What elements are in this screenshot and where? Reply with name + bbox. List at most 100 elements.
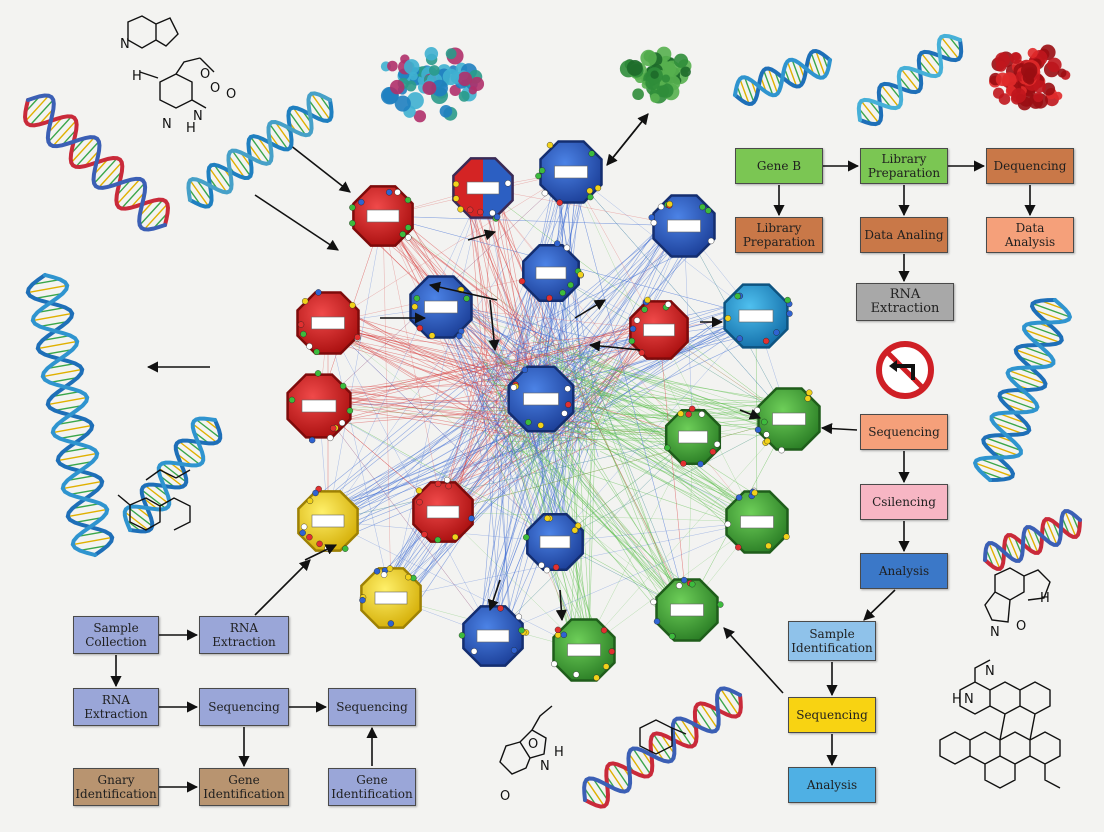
node-label-box: [678, 430, 708, 444]
atom-label: N: [120, 37, 130, 52]
network-edge: [658, 329, 688, 611]
network-edge: [380, 215, 596, 379]
node-label-box: [301, 399, 337, 413]
network-edge: [500, 245, 698, 340]
network-edge: [318, 329, 660, 407]
network-edge: [385, 215, 562, 359]
network-edge: [338, 363, 544, 421]
network-edge: [382, 215, 694, 438]
network-edge: [501, 425, 672, 627]
network-edge: [327, 322, 694, 438]
network-edge: [571, 422, 597, 649]
node-label-box: [424, 300, 458, 314]
network-edge: [550, 272, 688, 611]
network-edge: [588, 345, 593, 642]
network-edge: [519, 395, 570, 631]
node-label-box: [670, 603, 704, 617]
flow-box-gene-b: Gene B: [735, 148, 823, 184]
network-edge: [442, 225, 685, 513]
network-edge: [318, 405, 688, 611]
network-edge: [540, 398, 758, 523]
network-edge: [480, 205, 683, 398]
dna-helix-icon: [972, 298, 1073, 482]
dna-helix-icon: [186, 91, 334, 209]
network-edge: [344, 330, 518, 386]
node-label-box: [554, 165, 588, 179]
network-edge: [554, 418, 790, 543]
network-edge: [327, 322, 556, 543]
network-edge: [583, 436, 694, 651]
network-edge: [327, 322, 494, 637]
network-edge: [481, 429, 705, 607]
network-edge: [555, 218, 668, 352]
network-edge: [442, 511, 758, 523]
atom-label: H: [186, 121, 196, 136]
network-edge: [327, 353, 546, 399]
network-edge: [318, 405, 688, 611]
dna-helix-icon: [23, 93, 170, 232]
network-edge: [505, 398, 706, 616]
network-edge: [596, 351, 789, 436]
network-node-n22: [286, 370, 354, 444]
node-label-box: [535, 266, 567, 280]
network-edge: [328, 356, 543, 394]
network-edge: [318, 398, 542, 407]
network-edge: [598, 415, 756, 517]
network-edge: [312, 365, 495, 513]
network-edge: [481, 399, 680, 601]
network-node-n7: [518, 240, 584, 302]
network-edge: [577, 424, 591, 640]
network-edge: [570, 171, 790, 420]
network-edge: [493, 402, 511, 617]
chemical-structure-icon: [117, 15, 1061, 789]
network-edge: [440, 306, 694, 438]
atom-label: N: [985, 664, 995, 679]
network-edge: [440, 306, 790, 420]
network-edge: [327, 322, 556, 543]
no-left-turn-sign-icon: [876, 341, 934, 399]
node-label-box: [567, 643, 601, 657]
flow-box-analysis-bottom: Analysis: [788, 767, 876, 803]
flow-arrow: [488, 299, 500, 352]
network-edge: [556, 243, 677, 384]
network-edge: [498, 449, 670, 610]
network-edge: [554, 418, 790, 543]
network-edge: [554, 225, 685, 543]
network-edge: [519, 435, 688, 614]
dna-helix-icon: [582, 686, 743, 809]
flow-box-sample-identification: Sample Identification: [788, 621, 876, 661]
flow-box-gene-identification-right: Gene Identification: [328, 768, 416, 806]
network-edge: [327, 215, 384, 522]
flow-box-analysis: Analysis: [860, 553, 948, 589]
network-edge: [318, 405, 556, 543]
atom-label: H: [132, 69, 142, 84]
network-edge: [383, 356, 501, 588]
network-edge: [390, 329, 660, 599]
atom-label: N: [964, 692, 974, 707]
network-edge: [570, 171, 688, 611]
network-edge: [440, 306, 688, 611]
network-edge: [577, 382, 744, 542]
network-edge: [382, 215, 685, 227]
dna-helix-icon: [983, 509, 1082, 571]
network-edge: [492, 398, 542, 637]
atom-label: O: [226, 87, 236, 102]
network-node-n14: [412, 476, 475, 544]
network-edge: [373, 350, 512, 610]
network-edge: [546, 349, 763, 516]
network-edge: [442, 511, 585, 651]
flow-arrow: [254, 559, 311, 616]
flow-box-dequencing: Dequencing: [986, 148, 1074, 184]
network-edge: [586, 354, 678, 426]
node-label-box: [366, 209, 400, 223]
network-edge: [566, 345, 642, 421]
flow-arrow: [588, 340, 641, 352]
network-edge: [562, 325, 744, 451]
network-node-n13: [297, 485, 359, 552]
network-edge: [484, 403, 560, 525]
flow-box-sequencing-yellow: Sequencing: [788, 697, 876, 733]
flow-box-sequencing-right: Sequencing: [328, 688, 416, 726]
network-edge: [565, 326, 741, 404]
network-edge: [442, 418, 790, 513]
